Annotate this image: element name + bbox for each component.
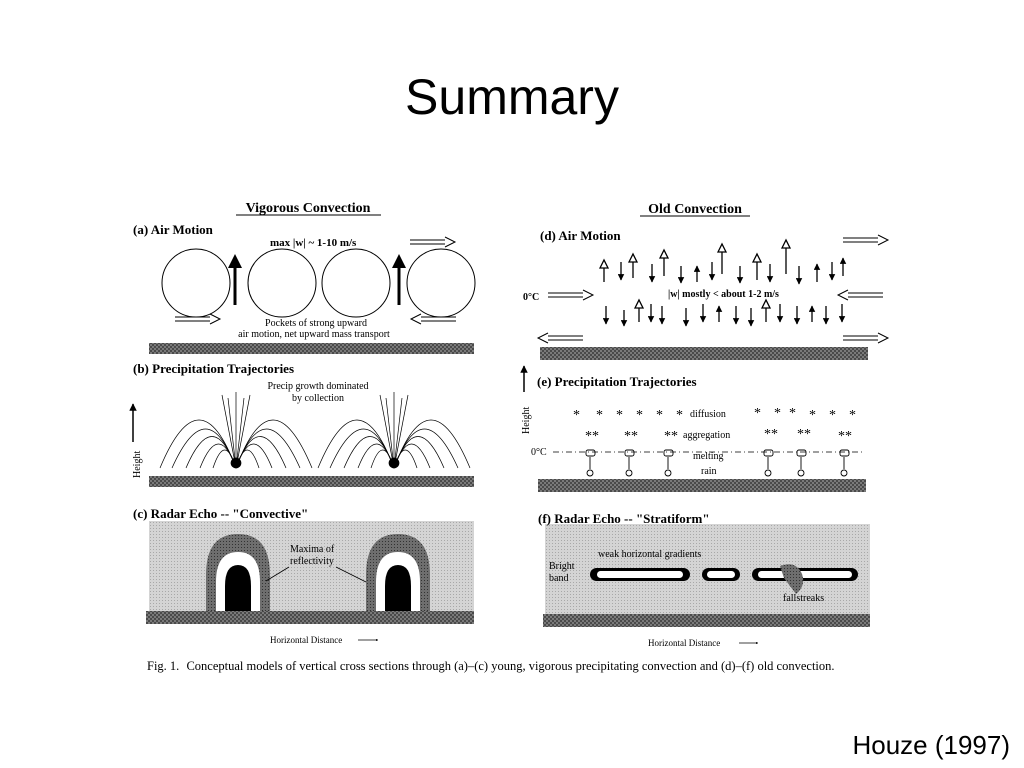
snowflakes: *** *** *** *** ****** ****** — [573, 406, 856, 444]
updraft-arrows — [228, 254, 406, 305]
zero-c-d: 0°C — [523, 292, 539, 303]
maxima-text-1: Maxima of — [290, 544, 335, 555]
svg-text:*: * — [656, 408, 663, 423]
citation: Houze (1997) — [852, 730, 1010, 760]
old-air-motion-arrows — [598, 238, 847, 327]
fallstreaks-label: fallstreaks — [783, 593, 824, 604]
horizontal-flow-arrows — [175, 236, 457, 325]
ground-d — [540, 347, 868, 360]
panel-e-label: (e) Precipitation Trajectories — [537, 374, 697, 389]
height-label-left: Height — [132, 451, 143, 478]
circulation-cell — [161, 248, 231, 318]
right-heading: Old Convection — [648, 202, 742, 217]
panel-f-label: (f) Radar Echo -- "Stratiform" — [538, 511, 710, 526]
bright-band — [590, 564, 858, 594]
w-mostly-text: |w| mostly < about 1-2 m/s — [668, 289, 779, 300]
panel-a-max-w: max |w| ~ 1-10 m/s — [270, 237, 357, 249]
ground-a — [149, 343, 474, 354]
ground-c — [146, 611, 474, 624]
convective-cell-2 — [366, 534, 430, 611]
precip-text-2: by collection — [292, 393, 344, 404]
rain-label: rain — [701, 466, 717, 477]
svg-text:*: * — [829, 408, 836, 423]
svg-text:*: * — [676, 408, 683, 423]
svg-text:*: * — [809, 408, 816, 423]
convective-cell-1 — [206, 534, 270, 611]
left-heading: Vigorous Convection — [246, 201, 371, 216]
pockets-text-1: Pockets of strong upward — [265, 318, 367, 329]
svg-text:**: ** — [664, 429, 678, 444]
horizontal-distance-right: Horizontal Distance — [648, 638, 720, 648]
caption-text: Conceptual models of vertical cross sect… — [186, 659, 834, 673]
aggregation-label: aggregation — [683, 430, 730, 441]
height-axis-right: Height — [520, 365, 532, 434]
svg-text:*: * — [596, 408, 603, 423]
svg-text:*: * — [616, 408, 623, 423]
caption-fig-number: Fig. 1. — [147, 659, 179, 673]
zero-c-e: 0°C — [531, 447, 547, 458]
svg-text:*: * — [573, 408, 580, 423]
circulation-cell — [406, 248, 476, 318]
diffusion-label: diffusion — [690, 409, 726, 420]
svg-text:**: ** — [624, 429, 638, 444]
trajectory-fountain-2 — [317, 392, 471, 469]
precip-text-1: Precip growth dominated — [267, 381, 368, 392]
svg-text:*: * — [774, 406, 781, 421]
figure-caption: Fig. 1. Conceptual models of vertical cr… — [147, 659, 835, 673]
melting-label: melting — [693, 451, 724, 462]
svg-text:*: * — [754, 406, 761, 421]
panel-c-label: (c) Radar Echo -- "Convective" — [133, 506, 308, 521]
height-axis-left: Height — [129, 403, 143, 478]
circulation-cell — [247, 248, 317, 318]
horizontal-distance-left: Horizontal Distance — [270, 635, 342, 645]
svg-text:*: * — [849, 408, 856, 423]
svg-text:*: * — [636, 408, 643, 423]
bright-band-label-2: band — [549, 573, 568, 584]
panel-d-label: (d) Air Motion — [540, 228, 621, 243]
panel-a-label: (a) Air Motion — [133, 222, 214, 237]
panel-b-label: (b) Precipitation Trajectories — [133, 361, 294, 376]
bright-band-label-1: Bright — [549, 561, 575, 572]
maxima-text-2: reflectivity — [290, 556, 334, 567]
weak-gradients-label: weak horizontal gradients — [598, 549, 701, 560]
height-label-right: Height — [521, 407, 532, 434]
trajectory-fountain-1 — [159, 392, 313, 469]
svg-text:**: ** — [838, 429, 852, 444]
ground-b — [149, 476, 474, 487]
melting-particles — [585, 449, 850, 477]
svg-text:**: ** — [585, 429, 599, 444]
panel-a-circulations — [161, 248, 476, 318]
old-horizontal-arrows — [536, 234, 890, 344]
circulation-cell — [321, 248, 391, 318]
ground-f — [543, 614, 870, 627]
pockets-text-2: air motion, net upward mass transport — [238, 329, 390, 340]
svg-text:**: ** — [797, 427, 811, 442]
svg-text:**: ** — [764, 427, 778, 442]
ground-e — [538, 479, 866, 492]
svg-text:*: * — [789, 406, 796, 421]
slide-title: Summary — [405, 69, 619, 125]
